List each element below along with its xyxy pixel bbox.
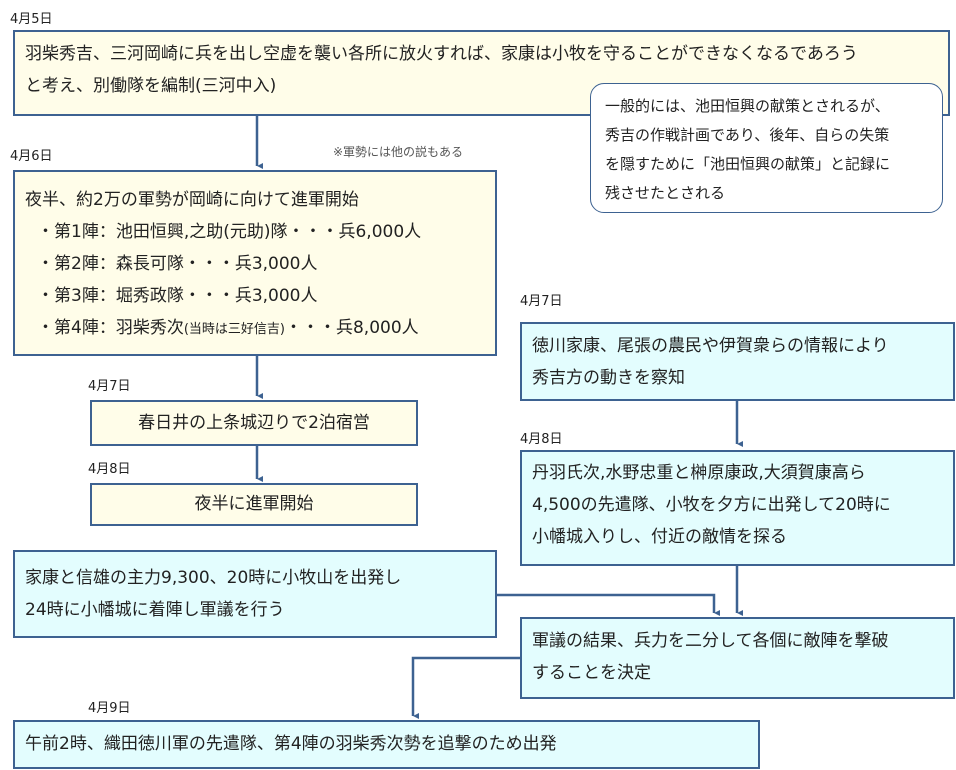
arrow-box8-box9 (411, 656, 520, 716)
callout-text: 一般的には、池田恒興の献策とされるが、 (605, 97, 890, 115)
box-vanguard: 丹羽氏次,水野忠重と榊原康政,大須賀康高ら 4,500の先遣隊、小牧を夕方に出発… (520, 450, 955, 566)
box-main-force: 家康と信雄の主力9,300、20時に小牧山を出発し 24時に小幡城に着陣し軍議を… (13, 550, 497, 638)
box-text: 徳川家康、尾張の農民や伊賀衆らの情報により (532, 336, 889, 356)
box-text: 小幡城入りし、付近の敵情を探る (532, 527, 787, 547)
box-title: 夜半、約2万の軍勢が岡崎に向けて進軍開始 (25, 190, 359, 210)
date-label: 4月7日 (520, 294, 563, 309)
box-text: 24時に小幡城に着陣し軍議を行う (25, 600, 285, 620)
arrow-box7-box8 (497, 593, 714, 613)
date-label: 4月8日 (88, 462, 131, 477)
box-text: 羽柴秀吉、三河岡崎に兵を出し空虚を襲い各所に放火すれば、家康は小牧を守ることがで… (25, 44, 858, 64)
callout-text: を隠すために「池田恒興の献策」と記録に (605, 155, 891, 173)
list-item: ・第4陣：羽柴秀次(当時は三好信吉)・・・兵8,000人 (25, 312, 485, 346)
list-item: ・第1陣：池田恒興,之助(元助)隊・・・兵6,000人 (37, 222, 422, 242)
date-label: 4月5日 (10, 12, 53, 27)
date-label: 4月7日 (88, 379, 131, 394)
callout-note: 一般的には、池田恒興の献策とされるが、 秀吉の作戦計画であり、後年、自らの失策 … (590, 83, 943, 213)
box-text: 丹羽氏次,水野忠重と榊原康政,大須賀康高ら (532, 463, 866, 483)
callout-text: 残させたとされる (605, 184, 726, 202)
callout-text: 秀吉の作戦計画であり、後年、自らの失策 (605, 126, 890, 144)
box-advance: 夜半、約2万の軍勢が岡崎に向けて進軍開始 ・第1陣：池田恒興,之助(元助)隊・・… (13, 170, 497, 356)
box-pursuit: 午前2時、織田徳川軍の先遣隊、第4陣の羽柴秀次勢を追撃のため出発 (13, 720, 760, 769)
date-label: 4月6日 (10, 149, 53, 164)
box-text: と考え、別働隊を編制(三河中入) (25, 76, 277, 96)
list-item: ・第3陣：堀秀政隊・・・兵3,000人 (37, 286, 318, 306)
box-council: 軍議の結果、兵力を二分して各個に敵陣を撃破 することを決定 (520, 617, 955, 699)
box-camp: 春日井の上条城辺りで2泊宿営 (90, 400, 418, 446)
list-text: ・・・兵8,000人 (284, 318, 419, 338)
box-text: 軍議の結果、兵力を二分して各個に敵陣を撃破 (532, 631, 889, 651)
box-night-advance: 夜半に進軍開始 (90, 483, 418, 526)
footnote: ※軍勢には他の説もある (333, 145, 464, 159)
list-note: (当時は三好信吉) (183, 322, 285, 337)
date-label: 4月8日 (520, 432, 563, 447)
box-text: 家康と信雄の主力9,300、20時に小牧山を出発し (25, 568, 402, 588)
box-text: 秀吉方の動きを察知 (532, 368, 685, 388)
date-label: 4月9日 (88, 701, 131, 716)
box-text: することを決定 (532, 663, 651, 683)
box-ieyasu-detect: 徳川家康、尾張の農民や伊賀衆らの情報により 秀吉方の動きを察知 (520, 322, 955, 401)
box-text: 4,500の先遣隊、小牧を夕方に出発して20時に (532, 495, 891, 515)
list-text: ・第4陣：羽柴秀次 (37, 318, 184, 338)
list-item: ・第2陣：森長可隊・・・兵3,000人 (37, 254, 318, 274)
